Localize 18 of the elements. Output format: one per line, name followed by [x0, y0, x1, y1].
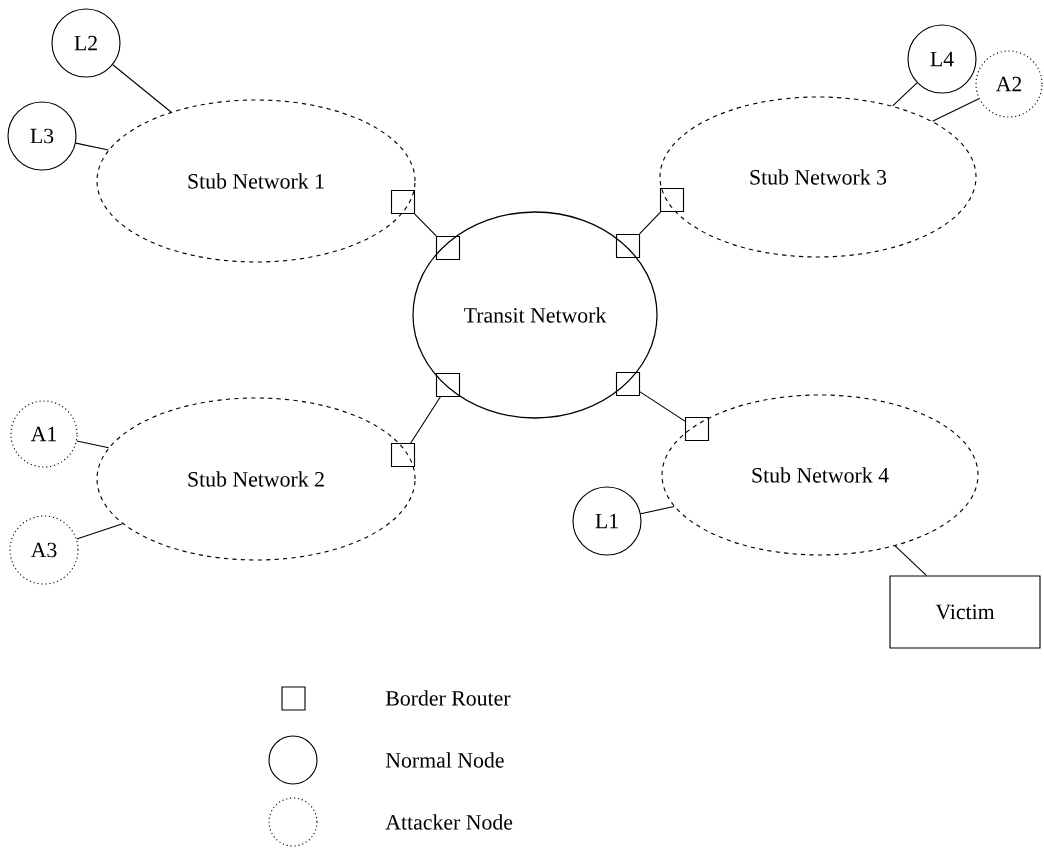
connector-line — [410, 396, 441, 444]
connector-line — [76, 523, 124, 540]
router-square — [615, 233, 641, 259]
connector-line — [76, 440, 110, 449]
connector-line — [639, 211, 662, 235]
connector-line — [640, 505, 675, 515]
connector-line — [414, 213, 437, 237]
legend-label: Attacker Node — [385, 814, 513, 830]
connector-line — [639, 391, 686, 422]
router-square — [615, 371, 641, 397]
connector-line — [931, 98, 980, 122]
connector-line — [894, 545, 927, 576]
connector-line — [892, 82, 918, 107]
connector-line — [112, 64, 172, 113]
victim-box: Victim — [889, 575, 1041, 649]
connector-line — [75, 142, 109, 151]
legend-label: Normal Node — [385, 752, 504, 768]
legend-label: Border Router — [385, 690, 511, 706]
